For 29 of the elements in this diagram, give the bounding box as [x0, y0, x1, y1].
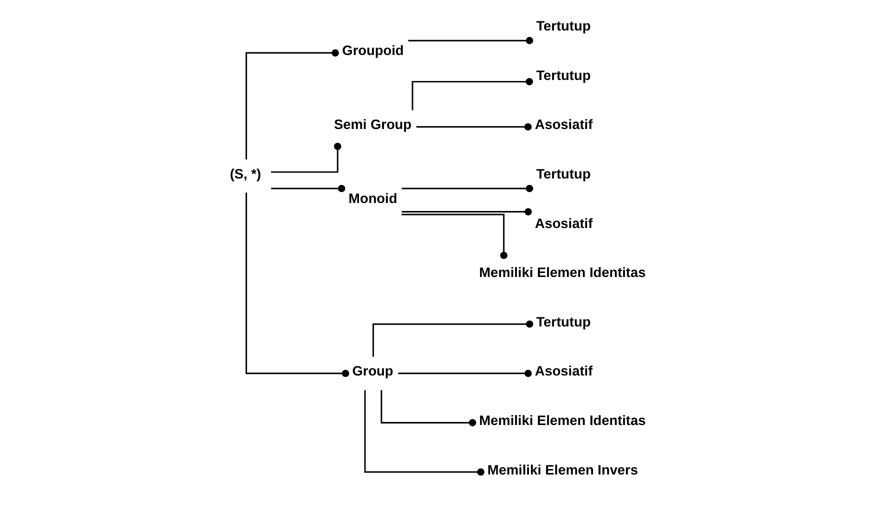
connector [270, 142, 341, 173]
node-text: Group [352, 364, 393, 379]
node-text: Tertutup [536, 18, 590, 34]
connector [416, 123, 532, 131]
connector [401, 208, 532, 216]
node-text: Asosiatif [534, 216, 592, 231]
connector [401, 184, 533, 192]
node-text: Tertutup [536, 166, 590, 182]
connector [270, 184, 345, 192]
connector [380, 390, 476, 426]
node-text: Asosiatif [534, 117, 592, 132]
node-text: (S, *) [229, 166, 261, 182]
node-text: Memiliki Elemen Identitas [478, 265, 646, 280]
connector [372, 320, 533, 357]
node-text: Semi Group [333, 117, 412, 132]
connector [245, 49, 338, 160]
node-text: Tertutup [536, 314, 590, 330]
connector [364, 390, 484, 476]
node-text: Asosiatif [534, 364, 592, 379]
connector [408, 36, 533, 44]
connector [398, 370, 532, 378]
node-text: Memiliki Elemen Identitas [478, 412, 646, 428]
connector [411, 78, 532, 110]
node-text: Tertutup [536, 68, 590, 83]
connector [401, 214, 507, 260]
node-text: Memiliki Elemen Invers [486, 462, 638, 478]
node-text: Groupoid [342, 43, 404, 58]
node-text: Monoid [348, 191, 397, 206]
connector [245, 192, 349, 378]
